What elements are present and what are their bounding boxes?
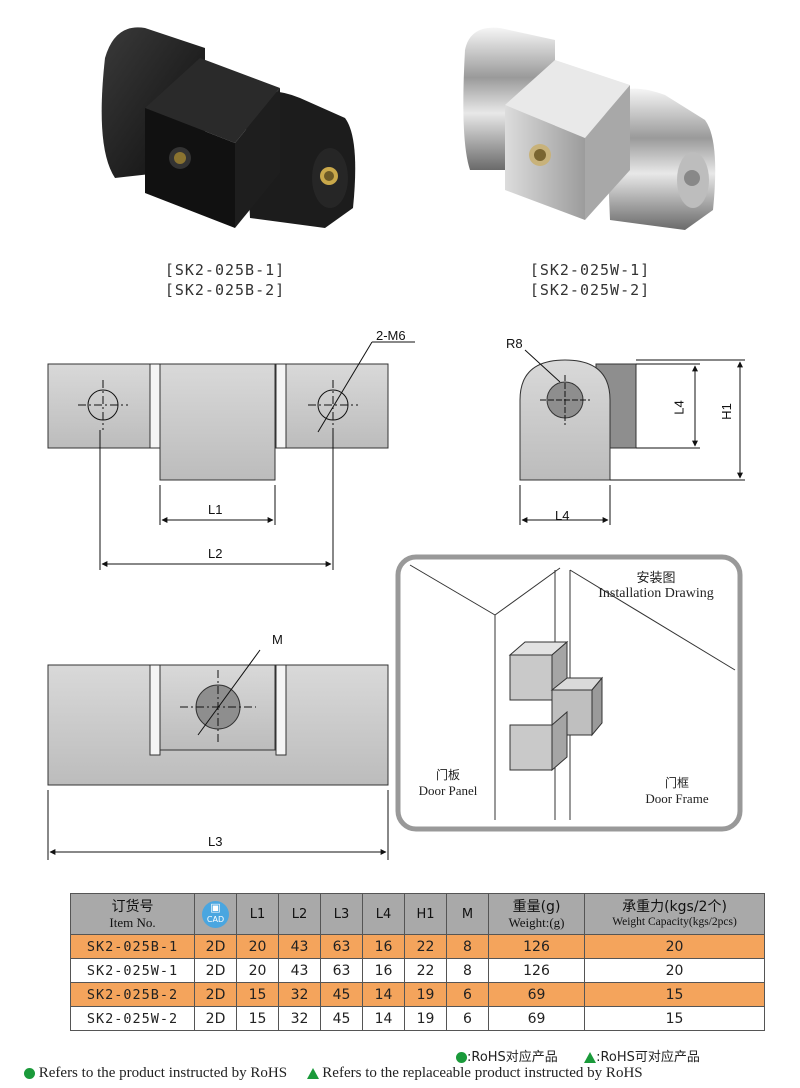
bottom-view — [47, 649, 389, 860]
table-row: SK2-025B-1 2D 20 43 63 16 22 8 126 20 — [70, 934, 765, 959]
door-panel-cn: 门板 — [435, 768, 460, 782]
header-m: M — [446, 893, 489, 935]
green-dot-icon — [456, 1052, 467, 1063]
cell-l2: 43 — [278, 934, 321, 959]
door-frame-en: Door Frame — [645, 791, 709, 806]
door-panel-en: Door Panel — [418, 783, 478, 798]
cell-l1: 15 — [236, 982, 279, 1007]
green-triangle-icon — [306, 1068, 319, 1080]
cell-l4: 14 — [362, 982, 405, 1007]
cell-l3: 45 — [320, 982, 363, 1007]
l3-label: L3 — [208, 834, 223, 849]
cell-capacity: 20 — [584, 934, 765, 959]
radius-label: R8 — [506, 336, 523, 351]
cell-l2: 32 — [278, 982, 321, 1007]
black-model-2: [SK2-025B-2] — [164, 281, 286, 299]
side-view — [519, 349, 745, 525]
cell-l3: 63 — [320, 958, 363, 983]
white-model-2: [SK2-025W-2] — [529, 281, 651, 299]
cell-l1: 20 — [236, 958, 279, 983]
green-triangle-icon — [584, 1052, 597, 1063]
front-view-holes — [47, 341, 415, 570]
table-row: SK2-025W-1 2D 20 43 63 16 22 8 126 20 — [70, 958, 765, 983]
cell-l3: 63 — [320, 934, 363, 959]
cell-weight: 126 — [488, 958, 585, 983]
cell-cad: 2D — [194, 958, 237, 983]
door-panel-label: 门板 Door Panel — [408, 766, 488, 799]
cell-l1: 20 — [236, 934, 279, 959]
cell-weight: 69 — [488, 1006, 585, 1031]
chrome-hinge-photo — [463, 27, 716, 230]
rohs-legend: :RoHS对应产品 :RoHS可对应产品 — [456, 1046, 700, 1065]
h1-label: H1 — [718, 403, 734, 420]
cell-code: SK2-025W-1 — [70, 958, 195, 983]
white-model-labels: [SK2-025W-1] [SK2-025W-2] — [480, 260, 700, 300]
cell-m: 8 — [446, 958, 489, 983]
footer-notes: Refers to the product instructed by RoHS… — [24, 1065, 643, 1082]
cell-h1: 22 — [404, 934, 447, 959]
cell-cad: 2D — [194, 934, 237, 959]
cell-weight: 126 — [488, 934, 585, 959]
cell-weight: 69 — [488, 982, 585, 1007]
technical-drawings — [47, 341, 745, 860]
black-hinge-photo — [101, 27, 356, 228]
cell-m: 8 — [446, 934, 489, 959]
cell-capacity: 15 — [584, 982, 765, 1007]
cell-cad: 2D — [194, 982, 237, 1007]
header-capacity: 承重力(kgs/2个)Weight Capacity(kgs/2pcs) — [584, 893, 765, 935]
installation-drawing — [395, 554, 743, 832]
l1-label: L1 — [208, 502, 223, 517]
cell-capacity: 20 — [584, 958, 765, 983]
cell-l1: 15 — [236, 1006, 279, 1031]
cell-capacity: 15 — [584, 1006, 765, 1031]
cell-h1: 19 — [404, 982, 447, 1007]
header-cad: ▣CAD — [194, 893, 237, 935]
cell-m: 6 — [446, 982, 489, 1007]
installation-title: 安装图 Installation Drawing — [570, 567, 742, 602]
rohs-replaceable-legend-text: :RoHS可对应产品 — [596, 1050, 700, 1065]
cell-m: 6 — [446, 1006, 489, 1031]
cell-l2: 32 — [278, 1006, 321, 1031]
header-weight: 重量(g)Weight:(g) — [488, 893, 585, 935]
l2-label: L2 — [208, 546, 223, 561]
footer-rohs-replaceable: Refers to the replaceable product instru… — [322, 1065, 643, 1081]
header-l4: L4 — [362, 893, 405, 935]
header-l3: L3 — [320, 893, 363, 935]
door-frame-label: 门框 Door Frame — [632, 774, 722, 807]
cell-code: SK2-025B-2 — [70, 982, 195, 1007]
cell-h1: 22 — [404, 958, 447, 983]
cell-code: SK2-025B-1 — [70, 934, 195, 959]
black-model-labels: [SK2-025B-1] [SK2-025B-2] — [115, 260, 335, 300]
header-h1: H1 — [404, 893, 447, 935]
cell-l4: 14 — [362, 1006, 405, 1031]
cell-code: SK2-025W-2 — [70, 1006, 195, 1031]
l4-bottom-label: L4 — [555, 508, 570, 523]
cad-file-icon: ▣CAD — [202, 900, 229, 928]
black-model-1: [SK2-025B-1] — [164, 261, 286, 279]
green-dot-icon — [24, 1068, 35, 1080]
white-model-1: [SK2-025W-1] — [529, 261, 651, 279]
installation-title-cn: 安装图 — [636, 571, 676, 586]
installation-title-en: Installation Drawing — [598, 586, 714, 601]
l4-side-label: L4 — [671, 400, 687, 415]
cell-h1: 19 — [404, 1006, 447, 1031]
cell-cad: 2D — [194, 1006, 237, 1031]
cell-l4: 16 — [362, 934, 405, 959]
rohs-legend-text: :RoHS对应产品 — [467, 1050, 558, 1065]
cell-l3: 45 — [320, 1006, 363, 1031]
table-row: SK2-025W-2 2D 15 32 45 14 19 6 69 15 — [70, 1006, 765, 1031]
header-l1: L1 — [236, 893, 279, 935]
door-frame-cn: 门框 — [664, 776, 689, 790]
cell-l4: 16 — [362, 958, 405, 983]
holes-label: 2-M6 — [376, 328, 406, 343]
header-l2: L2 — [278, 893, 321, 935]
table-row: SK2-025B-2 2D 15 32 45 14 19 6 69 15 — [70, 982, 765, 1007]
cell-l2: 43 — [278, 958, 321, 983]
m-label: M — [272, 632, 283, 647]
footer-rohs: Refers to the product instructed by RoHS — [38, 1065, 288, 1081]
